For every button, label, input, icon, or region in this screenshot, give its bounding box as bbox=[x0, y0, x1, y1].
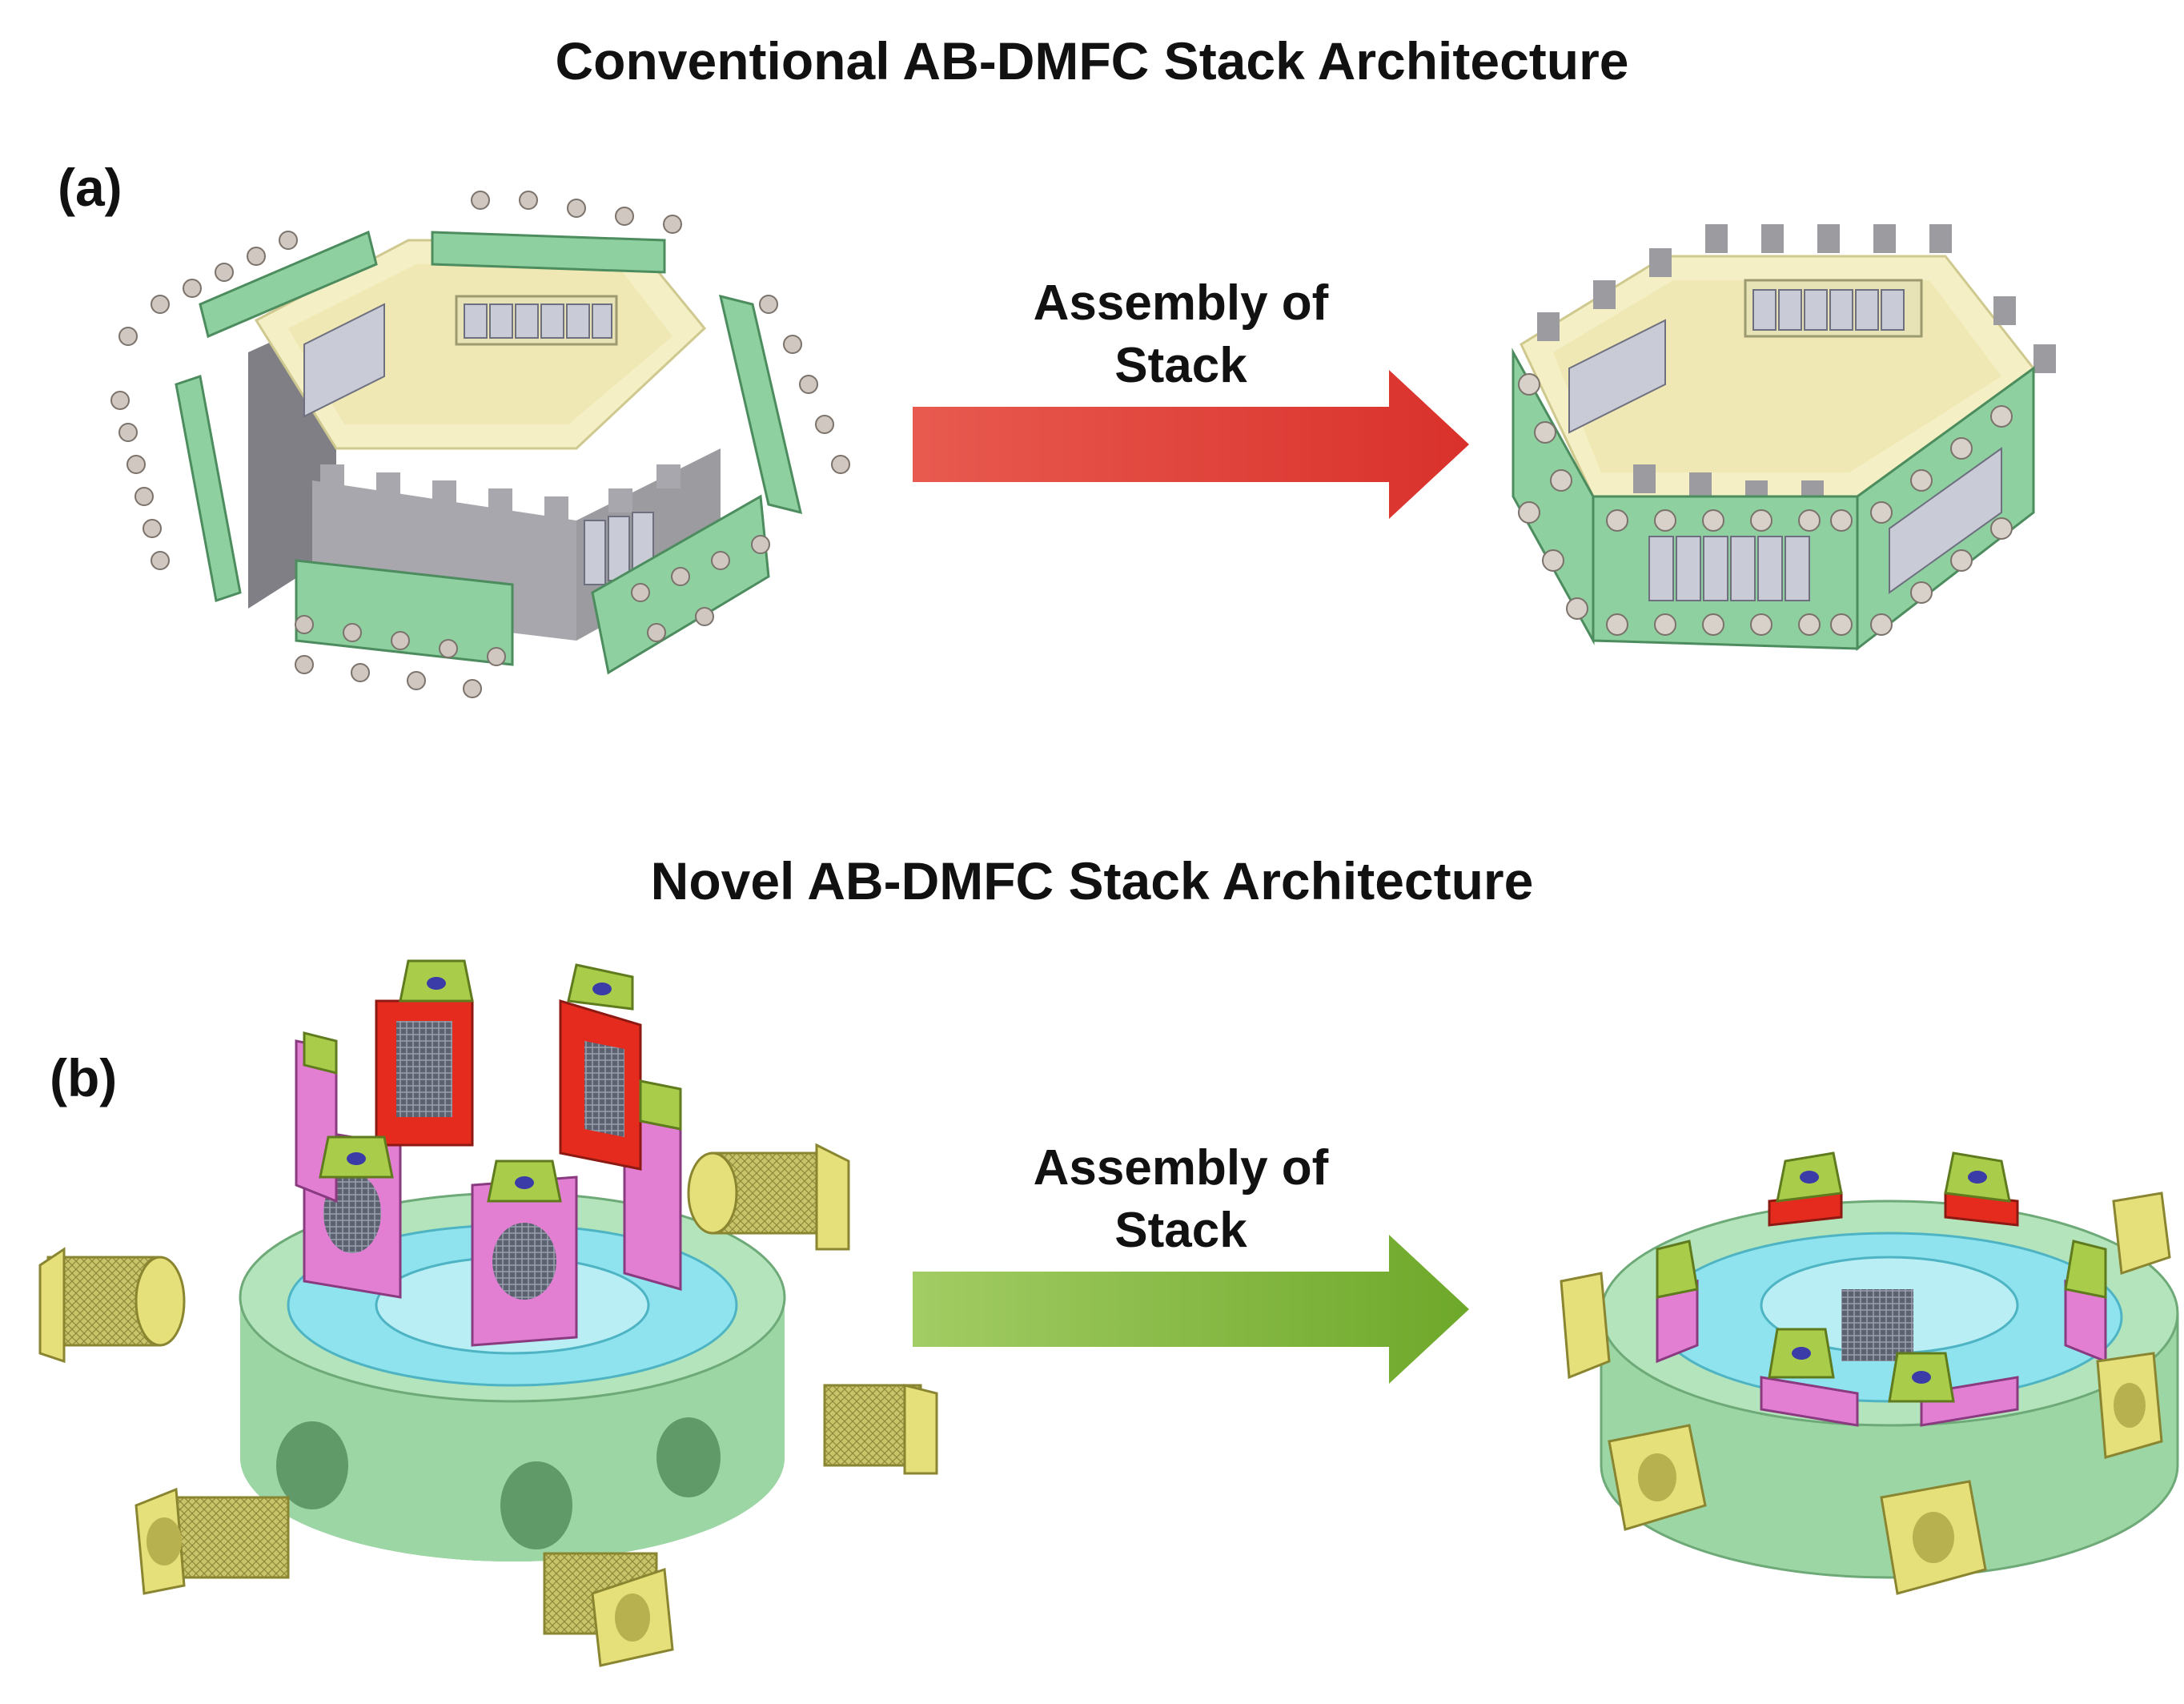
arrow-label-a-line2: Stack bbox=[1114, 338, 1247, 393]
bolts-loose-a bbox=[110, 191, 850, 698]
arrow-label-a: Assembly of Stack bbox=[957, 272, 1405, 397]
arrow-label-b-line2: Stack bbox=[1114, 1203, 1247, 1258]
arrow-label-b-line1: Assembly of bbox=[1033, 1140, 1329, 1196]
bolts-assembled-a bbox=[1518, 373, 2013, 636]
arrow-label-b: Assembly of Stack bbox=[957, 1137, 1405, 1262]
current-collectors-assembled bbox=[1656, 1151, 2107, 1403]
conventional-stack-assembled bbox=[1512, 224, 2056, 652]
arrow-label-a-line1: Assembly of bbox=[1033, 275, 1329, 331]
bipolar-plates-b bbox=[295, 999, 682, 1347]
crenellations-a bbox=[320, 464, 680, 520]
crenellations-assembled bbox=[1537, 224, 2056, 509]
novel-stack-assembled bbox=[1560, 1151, 2179, 1595]
title-conventional: Conventional AB-DMFC Stack Architecture bbox=[555, 31, 1629, 90]
panel-label-a: (a) bbox=[58, 158, 122, 217]
current-collectors-b bbox=[303, 959, 682, 1203]
title-novel: Novel AB-DMFC Stack Architecture bbox=[650, 851, 1534, 910]
assembly-arrow-a bbox=[913, 370, 1469, 519]
conventional-stack-exploded bbox=[110, 191, 850, 698]
novel-stack-exploded bbox=[38, 959, 938, 1667]
fittings-loose-b bbox=[38, 1143, 938, 1667]
assembly-arrow-b bbox=[913, 1235, 1469, 1384]
panel-label-b: (b) bbox=[50, 1048, 118, 1107]
